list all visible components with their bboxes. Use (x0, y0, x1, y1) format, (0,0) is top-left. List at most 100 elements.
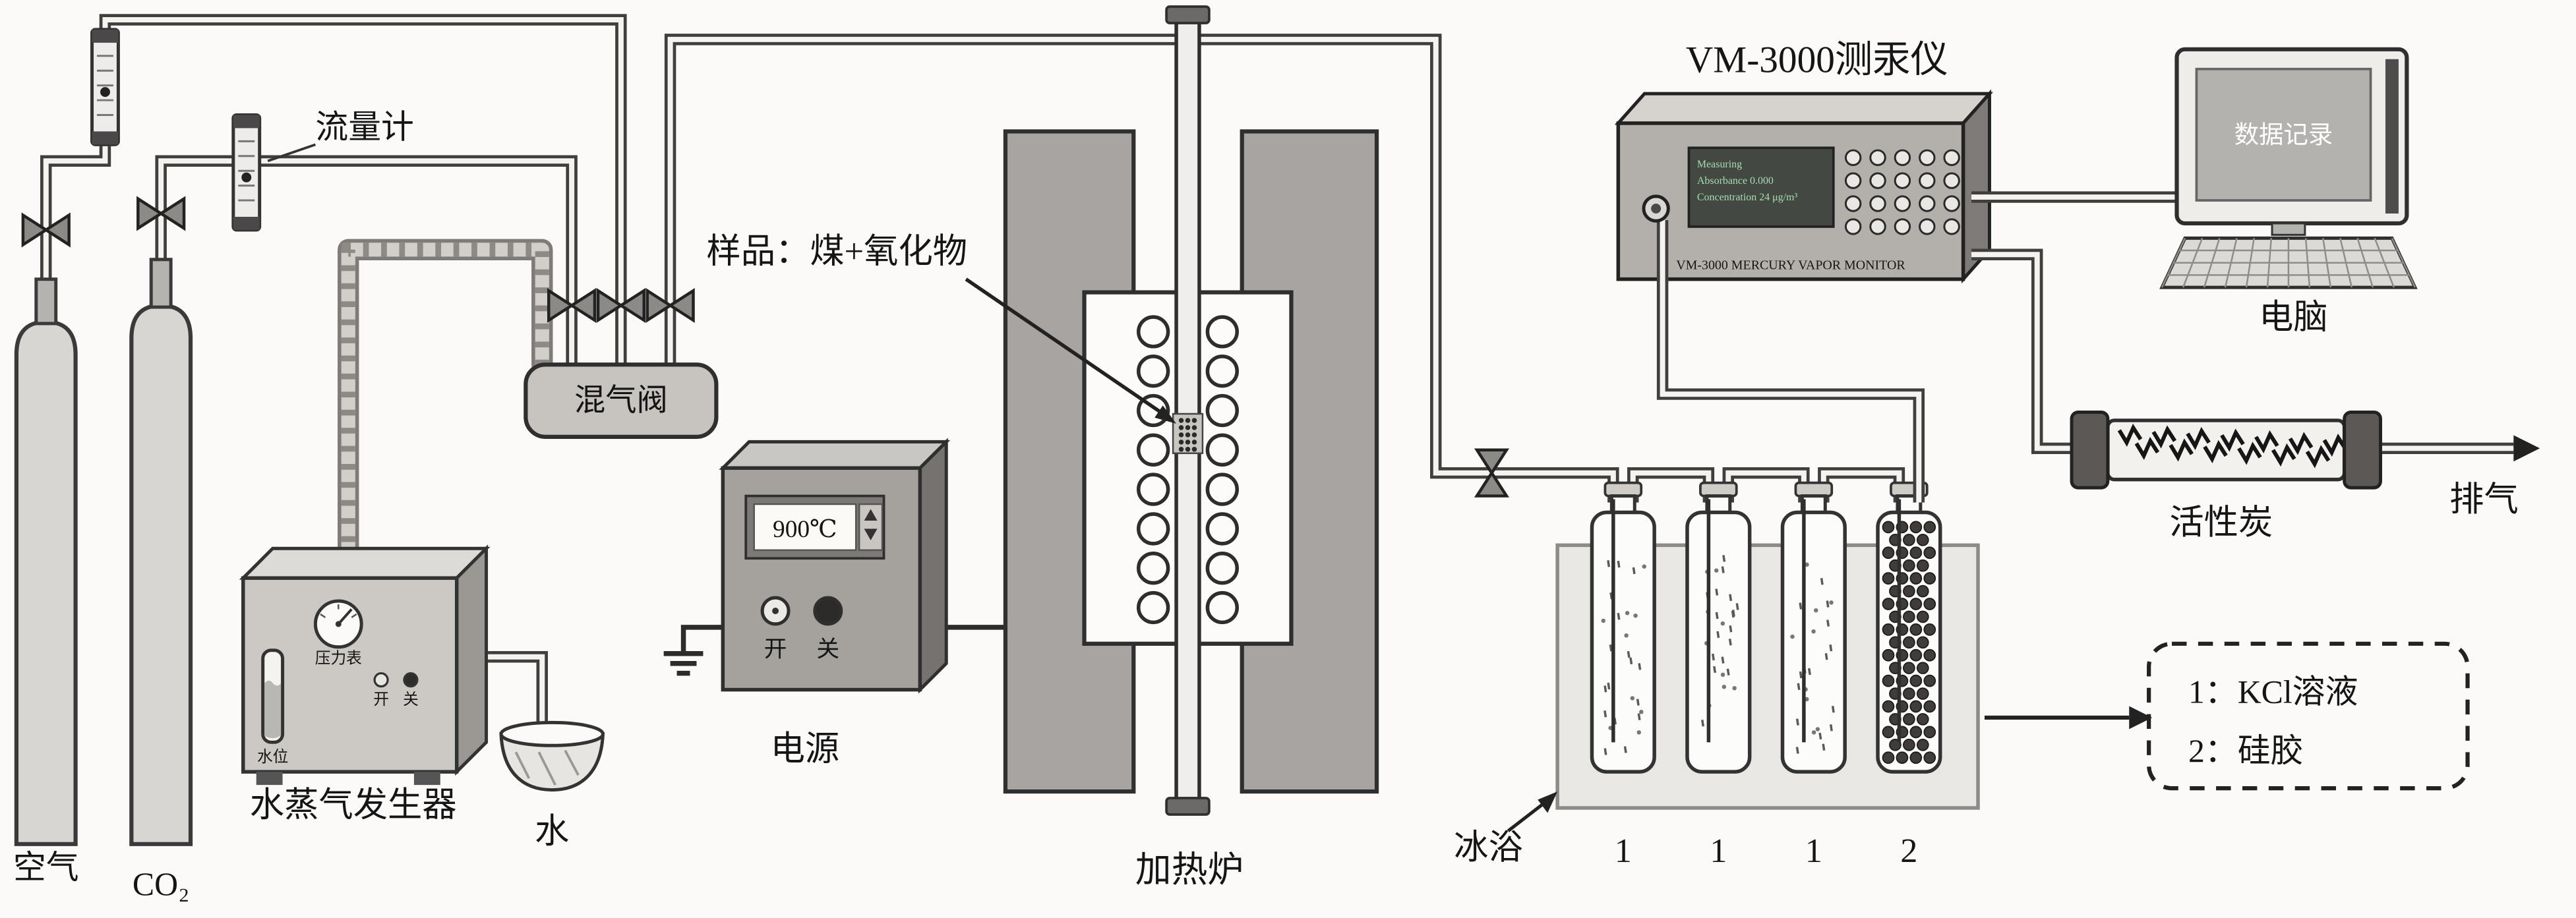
screen-text: 数据记录 (2234, 121, 2333, 149)
pipe-core (259, 158, 575, 365)
carbon-granules (2117, 423, 2348, 469)
ice-bath-label: 冰浴 (1454, 828, 1523, 867)
flowmeter-cap (92, 29, 119, 43)
mixing-valve-label: 混气阀 (574, 384, 668, 418)
coil-loop (1205, 315, 1239, 349)
air-label: 空气 (13, 849, 79, 886)
bubble (1729, 625, 1733, 633)
valve-icon (568, 287, 597, 324)
keypad-button (1869, 195, 1886, 212)
gen-on-label: 开 (373, 691, 389, 708)
analyzer-inlet-port (1651, 204, 1662, 214)
coil-loop (1137, 552, 1170, 585)
carbon-granule (2134, 436, 2160, 460)
generator-foot (256, 772, 283, 786)
bubble (1713, 666, 1717, 674)
activated-carbon-trap: 活性炭 (2070, 410, 2382, 542)
bubble (1638, 663, 1642, 670)
silica-bead (1909, 623, 1923, 636)
gauge-tick (351, 613, 357, 618)
coil-loop (1137, 355, 1170, 388)
keypad-button (1894, 149, 1911, 166)
bubble (1826, 600, 1830, 608)
power-side-face (918, 438, 948, 694)
key-col-line (2339, 238, 2353, 288)
valve-icon (158, 196, 186, 231)
key-col-line (2245, 238, 2255, 288)
exhaust: 排气 (2449, 435, 2540, 519)
valve-icon (645, 287, 673, 324)
sample-dot (1185, 440, 1191, 445)
pipe-outline (1971, 248, 2076, 455)
silica-bead (1903, 559, 1915, 572)
electrical-wires (663, 625, 1005, 676)
silica-bead (1916, 559, 1929, 572)
bottle-cap (1699, 481, 1738, 498)
legend-arrowhead-icon (2129, 706, 2153, 730)
carbon-granule (2203, 440, 2228, 463)
flowmeter-cap (92, 131, 119, 145)
computer-label: 电脑 (2259, 298, 2328, 336)
carbon-granule (2186, 426, 2211, 451)
bubble (1822, 743, 1826, 751)
bubble (1811, 629, 1816, 634)
keypad-button (1943, 218, 1960, 235)
coil-loop (1137, 512, 1170, 546)
silica-bead (1903, 662, 1915, 675)
bottle-number: 1 (1615, 832, 1632, 870)
keyboard-keys (2161, 237, 2416, 288)
valve-icon (618, 287, 645, 324)
silica-bead (1916, 533, 1929, 546)
water-bowl: 水 (499, 720, 605, 850)
silica-bead (1903, 713, 1915, 726)
display-line: Measuring (1697, 159, 1742, 170)
silica-bead (1923, 546, 1936, 559)
carbon-granule (2305, 445, 2331, 469)
sample-label: 样品：煤+氧化物 (706, 233, 967, 271)
bubble (1726, 668, 1730, 676)
bowl-hatch (514, 751, 531, 779)
coil-loop (1205, 433, 1239, 467)
silica-bead (1916, 610, 1929, 623)
keypad-button (1943, 195, 1960, 212)
sample-annotation: 样品：煤+氧化物 (706, 233, 1177, 424)
sample-dot (1191, 440, 1197, 445)
exhaust-label: 排气 (2449, 480, 2519, 519)
bubble (1795, 718, 1799, 726)
carbon-granule (2151, 425, 2177, 449)
gauge-needle (337, 608, 353, 625)
sample-dot (1191, 425, 1197, 430)
impinger-bottles (1590, 481, 1942, 774)
ice-bath-arrow-line (1507, 801, 1545, 832)
coil-loop (1137, 433, 1170, 467)
co2-label: CO₂ (133, 866, 190, 902)
ice-bath-arrowhead-icon (1538, 791, 1558, 813)
power-on-label: 开 (764, 637, 787, 662)
sample-dot (1178, 418, 1184, 423)
key-col-line (2391, 237, 2416, 288)
analyzer-vm3000: Measuring Absorbance 0.000 Concentration… (1614, 40, 1994, 284)
silica-bead (1882, 623, 1895, 636)
keypad-button (1844, 172, 1862, 189)
bubble (1720, 672, 1725, 677)
flowmeter-pointer-line (267, 143, 316, 163)
key-col-line (2356, 237, 2374, 288)
pipe-outline (1627, 467, 1715, 503)
keypad-button (1844, 195, 1862, 212)
bubble (1829, 724, 1833, 732)
display-line: Concentration 24 μg/m³ (1697, 192, 1798, 203)
pipe-core (479, 654, 545, 733)
generator-foot (413, 772, 440, 786)
bowl-hatch (537, 751, 556, 786)
sample-dot (1185, 418, 1191, 423)
water-label: 水 (535, 812, 569, 850)
gen-off-label: 关 (403, 691, 419, 708)
bottle-body (1590, 510, 1656, 774)
valve-icon (667, 287, 695, 324)
key-col-line (2224, 238, 2238, 288)
air-cylinder-body (14, 320, 78, 846)
bubble (1831, 705, 1835, 713)
coil-ribs (341, 243, 549, 579)
bubble (1797, 683, 1801, 691)
mixing-valve-body (524, 362, 719, 439)
